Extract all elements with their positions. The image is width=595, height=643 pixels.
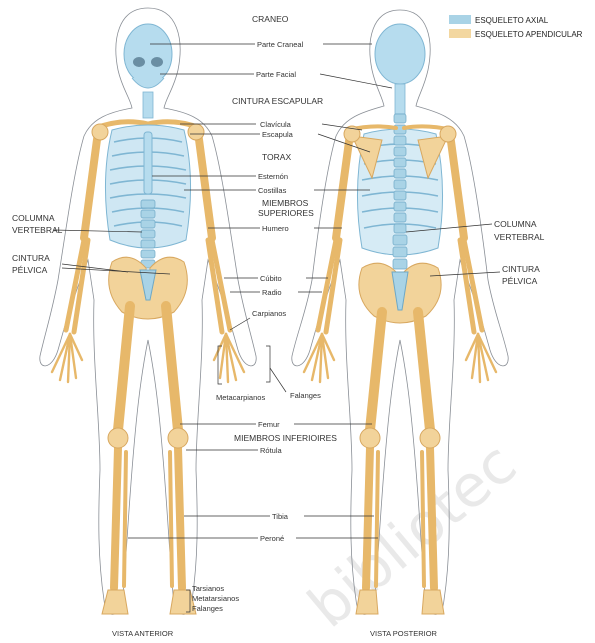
posterior-neck bbox=[395, 84, 405, 114]
label-clavicula: Clavícula bbox=[260, 120, 292, 129]
anterior-sternum bbox=[144, 132, 152, 194]
anterior-eye-left bbox=[133, 57, 145, 67]
anterior-shoulder-left bbox=[92, 124, 108, 140]
posterior-shoulder-right bbox=[440, 126, 456, 142]
label-cintura-escapular: CINTURA ESCAPULAR bbox=[232, 96, 323, 106]
label-miembros-inferiores: MIEMBROS INFERIOIRES bbox=[234, 433, 337, 443]
posterior-knee-left bbox=[360, 428, 380, 448]
posterior-foot-right bbox=[422, 590, 444, 614]
label-tarsianos: Tarsianos bbox=[192, 584, 224, 593]
label-humero: Humero bbox=[262, 224, 289, 233]
anterior-jaw bbox=[132, 78, 164, 88]
label-cintura-pelvica-left-2: PÉLVICA bbox=[12, 265, 48, 275]
legend-swatch-axial bbox=[449, 15, 471, 24]
label-cintura-pelvica-left-1: CINTURA bbox=[12, 253, 50, 263]
caption-vista-anterior: VISTA ANTERIOR bbox=[112, 629, 174, 638]
label-parte-craneal: Parte Craneal bbox=[257, 40, 304, 49]
anterior-hand-right bbox=[214, 334, 244, 382]
label-cubito: Cúbito bbox=[260, 274, 282, 283]
anterior-skeleton bbox=[40, 8, 256, 614]
label-miembros-superiores-1: MIEMBROS bbox=[262, 198, 309, 208]
posterior-knee-right bbox=[420, 428, 440, 448]
anterior-skull bbox=[124, 24, 172, 84]
watermark: bibliotec bbox=[295, 429, 529, 640]
anterior-shoulder-right bbox=[188, 124, 204, 140]
label-escapula: Escapula bbox=[262, 130, 294, 139]
legend-swatch-appendicular bbox=[449, 29, 471, 38]
label-metacarpianos: Metacarpianos bbox=[216, 393, 265, 402]
label-craneo: CRANEO bbox=[252, 14, 289, 24]
posterior-foot-left bbox=[356, 590, 378, 614]
anterior-legs bbox=[114, 306, 182, 588]
label-costillas: Costillas bbox=[258, 186, 287, 195]
anterior-hand-left bbox=[52, 334, 82, 382]
label-parte-facial: Parte Facial bbox=[256, 70, 296, 79]
legend-label-appendicular: ESQUELETO APENDICULAR bbox=[475, 30, 583, 39]
label-falanges-foot: Falanges bbox=[192, 604, 223, 613]
posterior-hand-left bbox=[304, 334, 334, 382]
label-torax: TORAX bbox=[262, 152, 291, 162]
label-columna-right-2: VERTEBRAL bbox=[494, 232, 545, 242]
anterior-spine bbox=[141, 200, 155, 268]
label-esternon: Esternón bbox=[258, 172, 288, 181]
label-columna-left-1: COLUMNA bbox=[12, 213, 55, 223]
anterior-eye-right bbox=[151, 57, 163, 67]
label-metatarsianos: Metatarsianos bbox=[192, 594, 239, 603]
label-columna-left-2: VERTEBRAL bbox=[12, 225, 63, 235]
label-cintura-pelvica-right-2: PÉLVICA bbox=[502, 276, 538, 286]
anterior-foot-left bbox=[102, 590, 128, 614]
caption-vista-posterior: VISTA POSTERIOR bbox=[370, 629, 438, 638]
label-rotula: Rótula bbox=[260, 446, 283, 455]
part-labels: Parte Craneal Parte Facial Clavícula Esc… bbox=[192, 40, 321, 613]
label-miembros-superiores-2: SUPERIORES bbox=[258, 208, 314, 218]
label-carpianos: Carpianos bbox=[252, 309, 286, 318]
legend: ESQUELETO AXIAL ESQUELETO APENDICULAR bbox=[449, 15, 583, 39]
label-tibia: Tibia bbox=[272, 512, 289, 521]
label-columna-right-1: COLUMNA bbox=[494, 219, 537, 229]
legend-label-axial: ESQUELETO AXIAL bbox=[475, 16, 549, 25]
label-radio: Radio bbox=[262, 288, 282, 297]
label-femur: Femur bbox=[258, 420, 280, 429]
anterior-neck bbox=[143, 92, 153, 118]
label-falanges-hand: Falanges bbox=[290, 391, 321, 400]
posterior-hand-right bbox=[466, 334, 496, 382]
anterior-knee-left bbox=[108, 428, 128, 448]
anterior-knee-right bbox=[168, 428, 188, 448]
label-perone: Peroné bbox=[260, 534, 284, 543]
posterior-skull bbox=[375, 24, 425, 84]
label-cintura-pelvica-right-1: CINTURA bbox=[502, 264, 540, 274]
